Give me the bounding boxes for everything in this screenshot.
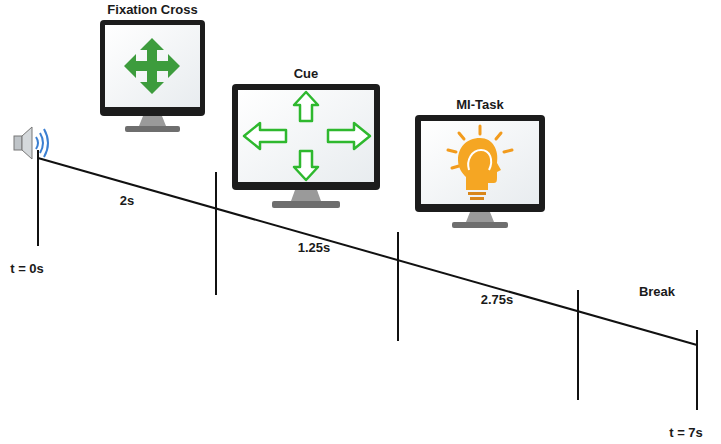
tick	[397, 232, 399, 341]
tick	[37, 150, 39, 246]
time-label: 1.25s	[298, 240, 331, 255]
time-label: 2.75s	[481, 292, 514, 307]
monitor-node: MI-Task	[407, 97, 553, 229]
screen-title: MI-Task	[407, 97, 553, 112]
tick	[577, 290, 579, 400]
monitor	[232, 84, 380, 208]
lightbulb-head	[448, 126, 512, 200]
screen-title: Fixation Cross	[90, 2, 215, 17]
monitor-node: Cue	[224, 66, 388, 209]
monitor	[415, 115, 545, 228]
fixation-cross	[124, 38, 180, 94]
tick	[215, 172, 217, 295]
time-label: 2s	[120, 193, 134, 208]
tick	[696, 330, 698, 410]
speaker-icon	[14, 127, 48, 159]
time-label: t = 0s	[10, 261, 44, 276]
screen-title: Cue	[224, 66, 388, 81]
time-label: t = 7s	[669, 425, 703, 440]
time-label: Break	[639, 284, 675, 299]
cue-arrows	[244, 92, 370, 180]
monitor-node: Fixation Cross	[90, 2, 215, 134]
monitor	[100, 20, 205, 132]
